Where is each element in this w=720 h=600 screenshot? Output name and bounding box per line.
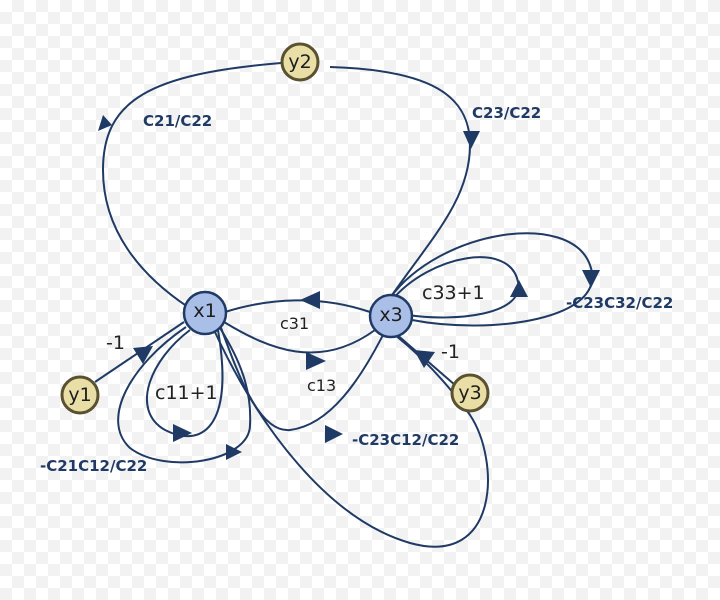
node-y3: y3 [450, 373, 490, 413]
arrow-y2-x1 [98, 115, 112, 131]
edge-x3-self-large [389, 232, 594, 327]
arrow-x1-self-large [226, 444, 242, 460]
edge-x3-x1-lower [219, 324, 385, 432]
arrow-x3-x1 [300, 291, 320, 309]
node-x3-label: x3 [379, 304, 402, 326]
arrow-x3-self-small [510, 280, 528, 297]
edge-x1-self-small [146, 329, 224, 438]
arrow-y3-x3 [414, 350, 435, 368]
node-x1-label: x1 [193, 300, 216, 322]
edge-x1-x3-long [213, 329, 489, 548]
arrow-x1-x3 [306, 352, 326, 370]
edge-x1-self-large [117, 326, 252, 464]
label-minus-one-y1: -1 [106, 332, 125, 354]
node-y1: y1 [60, 375, 100, 415]
label-c23-c22: C23/C22 [472, 104, 541, 122]
label-c21-c22: C21/C22 [143, 112, 212, 130]
node-y1-label: y1 [68, 384, 91, 406]
label-c31: c31 [280, 314, 309, 333]
edge-y2-x1 [101, 62, 282, 308]
node-x1: x1 [182, 290, 228, 336]
edge-x3-x1 [224, 299, 371, 313]
label-c11-plus-1: c11+1 [155, 382, 218, 404]
node-y2-label: y2 [288, 51, 311, 73]
arrow-x1-self-small [173, 424, 192, 442]
label-minus-one-y3: -1 [441, 341, 460, 363]
label-minus-c23c32-c22: -C23C32/C22 [566, 294, 673, 312]
arrow-x3-self-large [582, 270, 600, 288]
arrow-x3-x1-lower [325, 425, 343, 443]
node-y2: y2 [280, 42, 320, 82]
node-y3-label: y3 [458, 382, 481, 404]
label-c13: c13 [307, 376, 336, 395]
label-minus-c23c12-c22: -C23C12/C22 [352, 431, 459, 449]
arrow-y1-x1 [133, 346, 153, 364]
edge-x1-x3 [223, 321, 376, 354]
label-c33-plus-1: c33+1 [422, 282, 485, 304]
node-x3: x3 [368, 293, 414, 339]
arrow-y2-x3 [463, 131, 480, 149]
label-minus-c21c12-c22: -C21C12/C22 [40, 457, 147, 475]
